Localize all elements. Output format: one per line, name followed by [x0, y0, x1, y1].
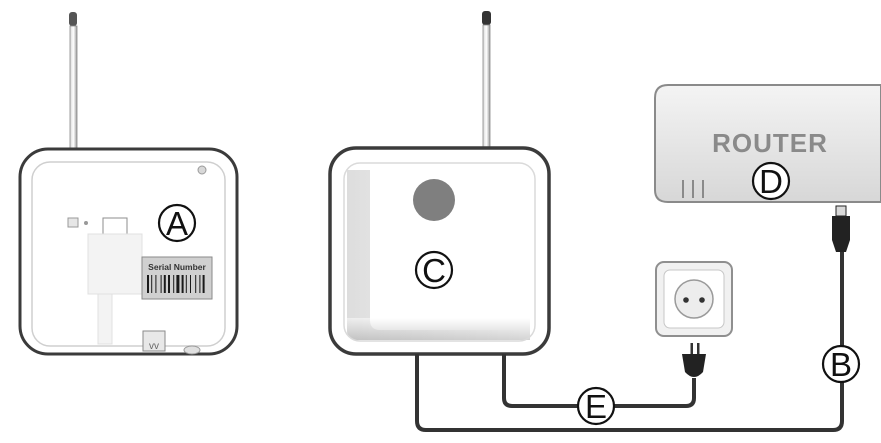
connector-slot [102, 217, 128, 235]
callout-a: A [157, 203, 197, 243]
wall-socket [655, 261, 733, 337]
svg-text:E: E [585, 388, 607, 425]
port-icon [142, 330, 166, 352]
gateway-device: C [328, 11, 551, 356]
serial-number-text: Serial Number [148, 262, 206, 272]
power-plug-icon [682, 343, 706, 377]
device-back-view: Serial Number vv A [18, 12, 239, 356]
device-c-body [328, 146, 551, 356]
status-led-icon [413, 179, 455, 221]
callout-e: E [576, 386, 616, 426]
router-label: ROUTER [712, 128, 828, 158]
svg-text:vv: vv [149, 341, 159, 352]
antenna-left [69, 12, 78, 151]
router-vents-icon [682, 180, 704, 198]
serial-number-label: Serial Number [141, 256, 213, 300]
router: ROUTER D [654, 84, 881, 203]
antenna-right [482, 11, 491, 152]
socket-icon [674, 279, 714, 319]
ethernet-plug-icon [832, 205, 850, 252]
callout-d: D [751, 161, 791, 201]
button-icon [67, 217, 79, 228]
svg-text:B: B [830, 346, 852, 383]
svg-text:C: C [422, 252, 446, 289]
barcode-icon [147, 275, 205, 293]
svg-text:D: D [759, 163, 783, 200]
svg-text:A: A [166, 205, 188, 242]
ethernet-cable [415, 252, 844, 432]
screw-icon [197, 165, 207, 175]
callout-b: B [821, 344, 861, 384]
callout-c: C [414, 250, 454, 290]
